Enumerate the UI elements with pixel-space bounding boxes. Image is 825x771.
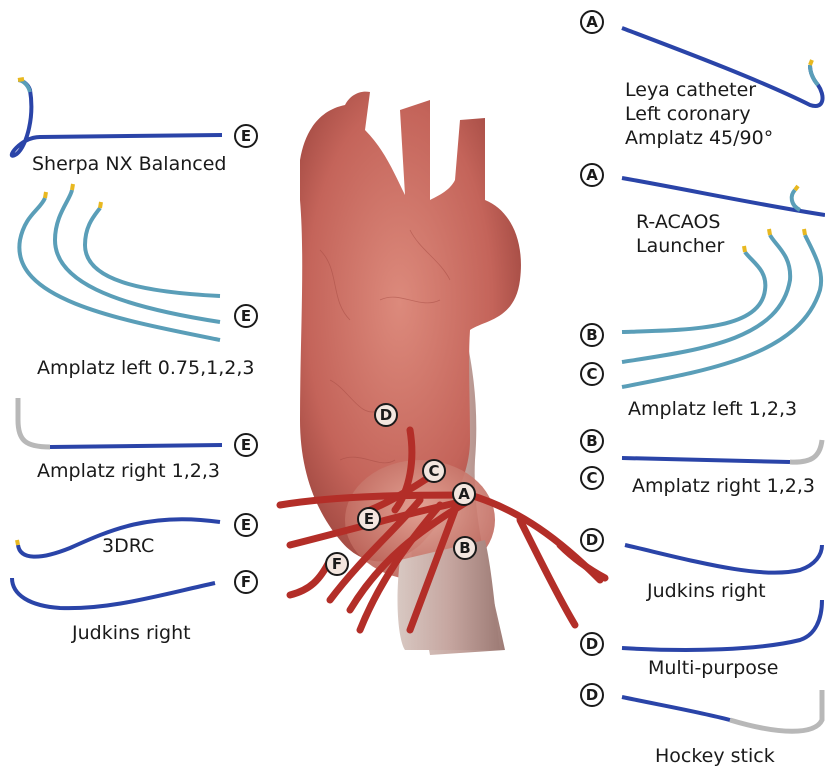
marker-e: E <box>234 304 258 328</box>
catheter-judkins-right-right <box>625 545 822 573</box>
marker-b: B <box>580 323 604 347</box>
marker-c-art: C <box>422 459 446 483</box>
marker-e: E <box>234 433 258 457</box>
catheter-hockey-stick <box>622 697 730 720</box>
catheter-amplatz-right-right <box>622 458 790 462</box>
label-judkins-right-right: Judkins right <box>647 580 766 602</box>
marker-d: D <box>580 528 604 552</box>
marker-d: D <box>580 632 604 656</box>
marker-e: E <box>234 124 258 148</box>
label-leya-line2: Left coronary <box>625 102 773 126</box>
label-amplatz-left-right: Amplatz left 1,2,3 <box>628 398 797 420</box>
marker-e-art: E <box>357 507 381 531</box>
marker-f: F <box>234 570 258 594</box>
label-leya-line3: Amplatz 45/90° <box>625 126 773 150</box>
catheter-multipurpose <box>622 600 822 650</box>
catheter-sherpa <box>12 80 222 156</box>
catheter-amplatz-right-left <box>50 445 222 447</box>
label-racaos-line2: Launcher <box>636 234 724 258</box>
label-leya-line1: Leya catheter <box>625 78 773 102</box>
marker-d-art: D <box>374 403 398 427</box>
marker-a: A <box>580 10 604 34</box>
catheter-judkins-right-left <box>12 578 215 608</box>
label-judkins-right-left: Judkins right <box>72 622 191 644</box>
label-amplatz-right-left: Amplatz right 1,2,3 <box>37 460 220 482</box>
label-racaos: R-ACAOS Launcher <box>636 210 724 258</box>
marker-e: E <box>234 513 258 537</box>
marker-a-art: A <box>452 482 476 506</box>
label-amplatz-right-right: Amplatz right 1,2,3 <box>632 475 815 497</box>
label-3drc: 3DRC <box>102 535 154 557</box>
marker-b-art: B <box>453 536 477 560</box>
label-leya: Leya catheter Left coronary Amplatz 45/9… <box>625 78 773 150</box>
label-multipurpose: Multi-purpose <box>648 657 779 679</box>
marker-c: C <box>580 362 604 386</box>
marker-f-art: F <box>325 552 349 576</box>
marker-d: D <box>580 683 604 707</box>
marker-c: C <box>580 466 604 490</box>
marker-a: A <box>580 163 604 187</box>
label-amplatz-left-left: Amplatz left 0.75,1,2,3 <box>37 357 254 379</box>
catheter-amplatz-left-group <box>19 190 220 340</box>
label-racaos-line1: R-ACAOS <box>636 210 724 234</box>
marker-b: B <box>580 429 604 453</box>
label-sherpa: Sherpa NX Balanced <box>32 153 226 175</box>
label-hockey-stick: Hockey stick <box>655 745 775 767</box>
